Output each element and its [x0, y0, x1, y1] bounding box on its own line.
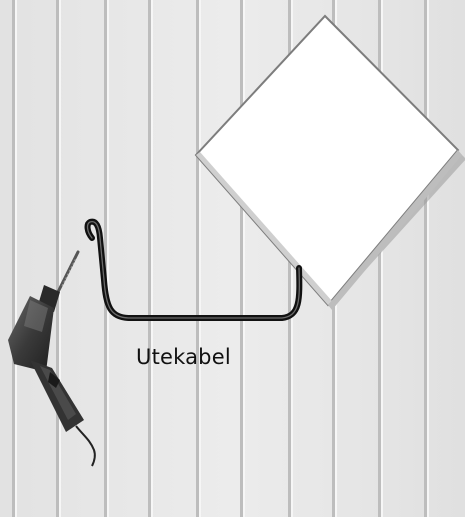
cable-label: Utekabel	[136, 345, 231, 369]
wall-groove-highlight	[199, 0, 201, 517]
wall-groove-highlight	[59, 0, 61, 517]
wall-groove-highlight	[15, 0, 17, 517]
wall-groove	[12, 0, 15, 517]
wall-groove	[196, 0, 199, 517]
wall-groove	[56, 0, 59, 517]
wall-groove	[240, 0, 243, 517]
wall-groove-highlight	[427, 0, 429, 517]
wall-groove-highlight	[151, 0, 153, 517]
wall-groove	[424, 0, 427, 517]
wall-groove	[148, 0, 151, 517]
wall-groove-highlight	[243, 0, 245, 517]
wall-groove-highlight	[107, 0, 109, 517]
